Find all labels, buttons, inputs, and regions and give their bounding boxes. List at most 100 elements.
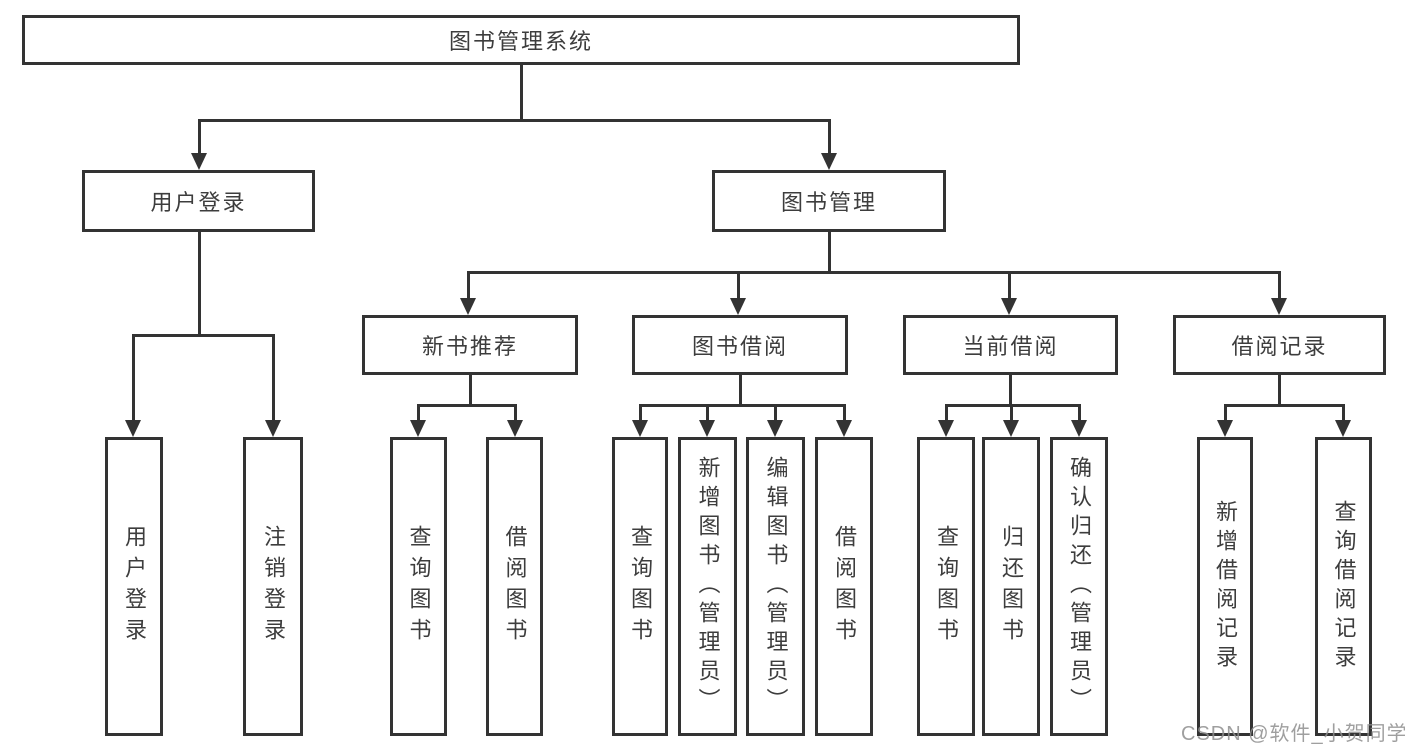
arrow-shaft: [513, 405, 517, 423]
connector-arrow: [1002, 405, 1020, 437]
leaf-label: 查询图书: [934, 524, 959, 649]
arrow-shaft: [271, 335, 275, 423]
connector-stem: [1278, 375, 1281, 406]
node-label: 当前借阅: [962, 334, 1059, 359]
connector-bar: [131, 333, 275, 337]
arrowhead-icon: [460, 298, 476, 315]
leaf-query-books-borrow: 查询图书: [612, 437, 668, 736]
connector-arrow: [506, 405, 524, 437]
arrowhead-icon: [410, 420, 426, 437]
connector-stem: [738, 375, 742, 406]
arrowhead-icon: [1001, 298, 1017, 315]
arrowhead-icon: [1335, 420, 1351, 437]
leaf-label: 查询图书: [406, 524, 432, 649]
connector-arrow: [1070, 405, 1088, 437]
connector-bar: [638, 403, 846, 407]
arrow-shaft: [1077, 405, 1081, 423]
leaf-label: 注销登录: [261, 524, 286, 649]
arrowhead-icon: [699, 420, 715, 437]
connector-arrow: [729, 272, 747, 315]
arrowhead-icon: [730, 298, 746, 315]
arrow-shaft: [466, 272, 470, 301]
connector-bar: [1223, 403, 1345, 407]
arrow-shaft: [773, 405, 777, 423]
connector-arrow: [1334, 405, 1352, 437]
node-label: 图书管理系统: [448, 29, 593, 54]
node-new-book-recommend: 新书推荐: [362, 315, 578, 375]
leaf-query-borrow-record: 查询借阅记录: [1315, 437, 1372, 736]
node-book-borrow: 图书借阅: [632, 315, 848, 375]
leaf-label: 查询图书: [628, 524, 653, 649]
leaf-user-login: 用户登录: [105, 437, 163, 736]
leaf-label: 借阅图书: [832, 524, 857, 649]
node-label: 借阅记录: [1231, 334, 1328, 359]
arrow-shaft: [705, 405, 709, 423]
arrow-shaft: [1007, 272, 1011, 301]
leaf-label: 查询借阅记录: [1331, 499, 1357, 674]
leaf-query-books-current: 查询图书: [917, 437, 975, 736]
leaf-label: 确认归还（管理员）: [1067, 456, 1092, 717]
leaf-label: 借阅图书: [502, 524, 528, 649]
node-current-borrow: 当前借阅: [903, 315, 1118, 375]
node-root-library-system: 图书管理系统: [22, 15, 1020, 65]
arrowhead-icon: [1071, 420, 1087, 437]
arrow-shaft: [1223, 405, 1227, 423]
arrow-shaft: [736, 272, 740, 301]
connector-arrow: [1000, 272, 1018, 315]
arrow-shaft: [842, 405, 846, 423]
arrow-shaft: [197, 120, 201, 156]
arrow-shaft: [638, 405, 642, 423]
node-user-login: 用户登录: [82, 170, 315, 232]
connector-arrow: [190, 120, 208, 170]
connector-bar: [197, 118, 831, 122]
node-book-management: 图书管理: [712, 170, 946, 232]
connector-arrow: [835, 405, 853, 437]
arrowhead-icon: [938, 420, 954, 437]
leaf-add-books-admin: 新增图书（管理员）: [678, 437, 737, 736]
connector-arrow: [937, 405, 955, 437]
arrowhead-icon: [1271, 298, 1287, 315]
connector-arrow: [459, 272, 477, 315]
connector-stem: [827, 232, 831, 273]
leaf-label: 编辑图书（管理员）: [763, 456, 789, 717]
connector-arrow: [698, 405, 716, 437]
connector-arrow: [820, 120, 838, 170]
connector-bar: [416, 403, 517, 407]
arrow-shaft: [827, 120, 831, 156]
arrowhead-icon: [1003, 420, 1019, 437]
connector-stem: [197, 232, 201, 336]
connector-arrow: [631, 405, 649, 437]
arrowhead-icon: [125, 420, 141, 437]
leaf-borrow-books: 借阅图书: [815, 437, 873, 736]
arrow-shaft: [131, 335, 135, 423]
arrowhead-icon: [507, 420, 523, 437]
leaf-borrow-books-recommend: 借阅图书: [486, 437, 543, 736]
leaf-logout: 注销登录: [243, 437, 303, 736]
leaf-query-books-recommend: 查询图书: [390, 437, 447, 736]
arrowhead-icon: [836, 420, 852, 437]
connector-bar: [466, 270, 1281, 274]
connector-stem: [1009, 375, 1012, 406]
connector-stem: [468, 375, 472, 406]
arrowhead-icon: [191, 153, 207, 170]
node-borrow-record: 借阅记录: [1173, 315, 1386, 375]
connector-arrow: [1270, 272, 1288, 315]
leaf-label: 归还图书: [999, 524, 1024, 649]
arrowhead-icon: [767, 420, 783, 437]
connector-stem: [519, 65, 523, 122]
arrowhead-icon: [632, 420, 648, 437]
arrow-shaft: [1277, 272, 1281, 301]
node-label: 新书推荐: [421, 334, 518, 359]
arrow-shaft: [416, 405, 420, 423]
arrow-shaft: [1341, 405, 1345, 423]
leaf-label: 用户登录: [122, 524, 147, 649]
arrow-shaft: [944, 405, 948, 423]
connector-arrow: [1216, 405, 1234, 437]
leaf-label: 新增借阅记录: [1213, 499, 1238, 674]
node-label: 图书管理: [780, 190, 877, 215]
arrow-shaft: [1009, 405, 1013, 423]
connector-arrow: [124, 335, 142, 437]
leaf-return-books: 归还图书: [982, 437, 1040, 736]
node-label: 用户登录: [150, 190, 247, 215]
